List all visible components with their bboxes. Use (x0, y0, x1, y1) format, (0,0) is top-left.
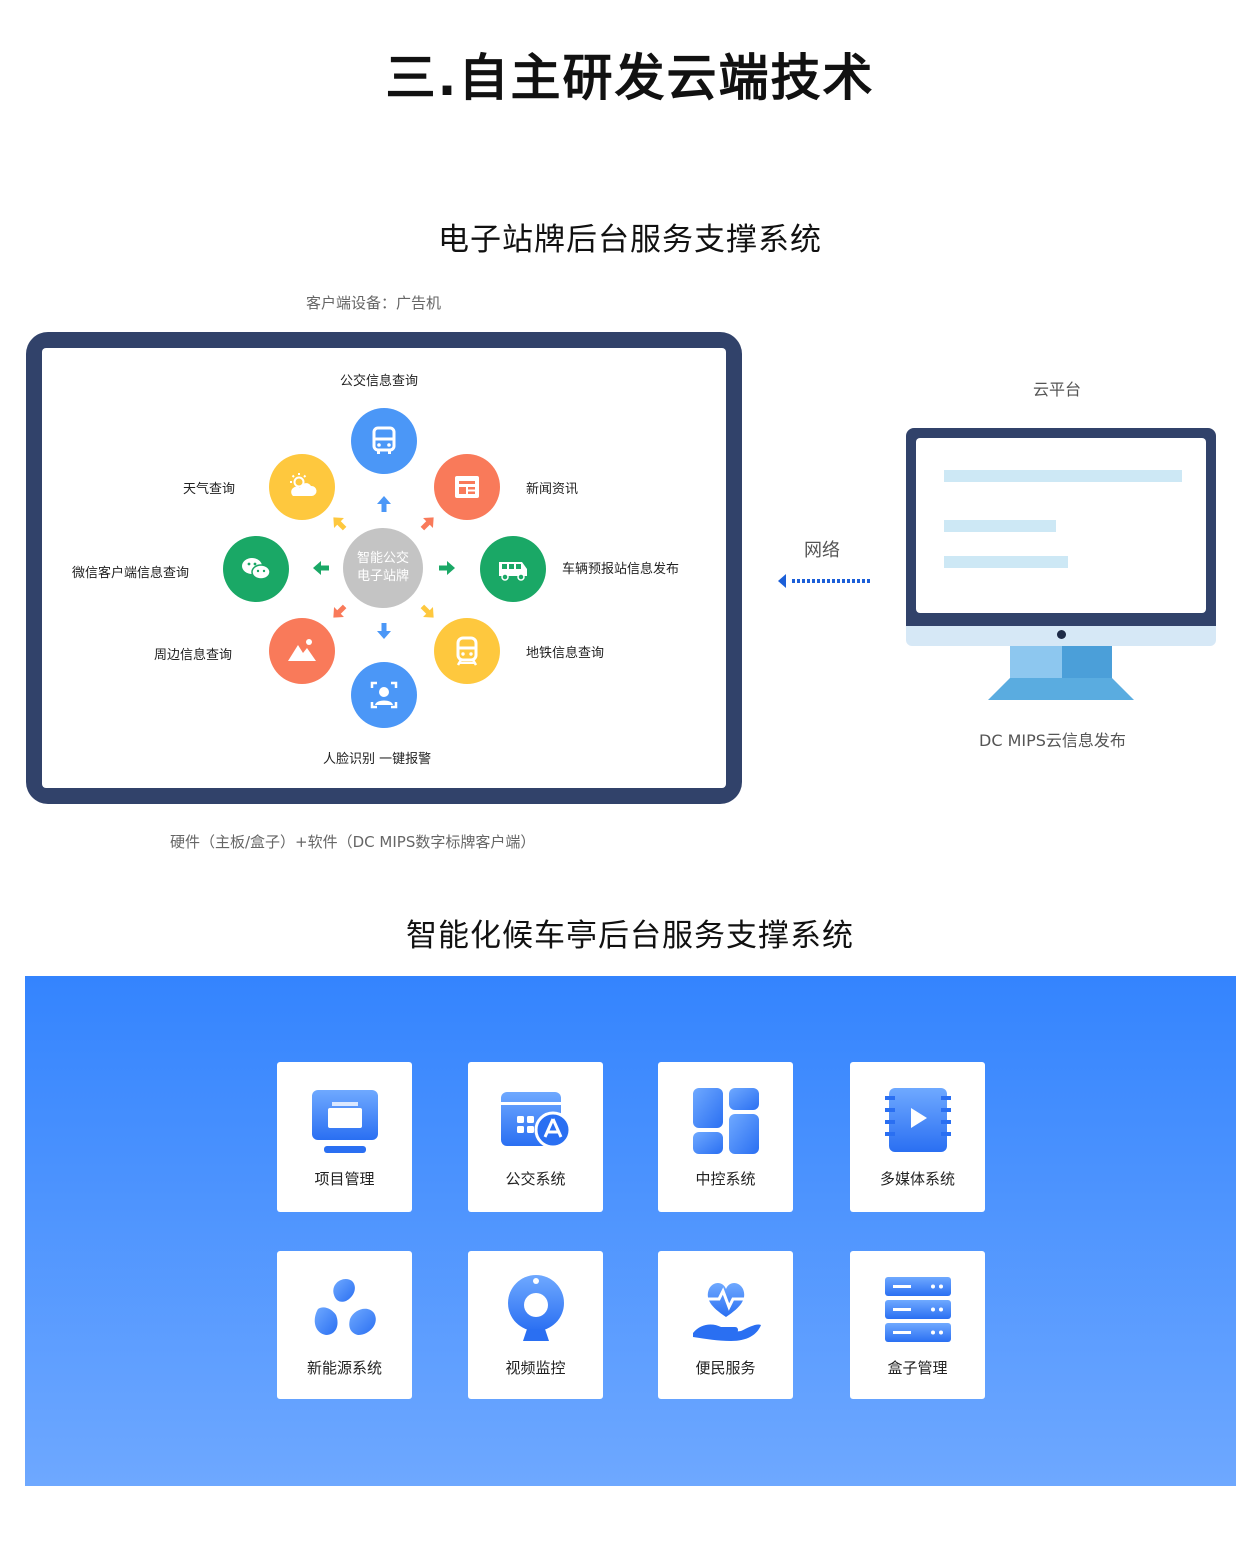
arrow-left-icon (313, 561, 329, 575)
card-label: 项目管理 (314, 1170, 375, 1188)
arrow-upright-icon (420, 517, 434, 531)
face-icon (370, 681, 398, 709)
monitor-stand (988, 646, 1134, 700)
node-label-van: 车辆预报站信息发布 (562, 562, 680, 577)
arrow-downleft-icon (333, 604, 347, 618)
node-weather (269, 454, 335, 520)
screen-bar (944, 556, 1068, 568)
node-label-face-alarm: 人脸识别 一键报警 (323, 752, 432, 767)
monitor-frame (906, 428, 1216, 628)
weather-icon (290, 473, 317, 496)
camera-icon (508, 1275, 564, 1341)
monitor-icon (312, 1090, 378, 1153)
center-label-line2: 电子站牌 (356, 569, 409, 584)
heart-hand-icon (693, 1283, 761, 1341)
leaf-icon (314, 1278, 376, 1335)
center-label-line1: 智能公交 (356, 551, 409, 566)
monitor-power-dot (1057, 630, 1066, 639)
center-smart-bus-sign: 智能公交 电子站牌 (343, 528, 423, 608)
bus-icon (372, 426, 396, 454)
card-central-control[interactable]: 中控系统 (658, 1062, 793, 1212)
node-bus-info (351, 408, 417, 474)
screen-bar (944, 520, 1056, 532)
node-label-bus-info: 公交信息查询 (340, 374, 419, 389)
card-convenience-service[interactable]: 便民服务 (658, 1251, 793, 1399)
card-label: 公交系统 (505, 1170, 566, 1188)
card-new-energy[interactable]: 新能源系统 (277, 1251, 412, 1399)
tablet-screen: 公交信息查询 新闻资讯 车辆预报站信息发布 地铁信息查询 人脸识别 一键报警 周… (42, 348, 726, 788)
video-icon (885, 1088, 951, 1152)
bus-system-icon (501, 1092, 571, 1149)
arrow-upleft-icon (333, 517, 347, 531)
node-wechat (223, 536, 289, 602)
node-van (480, 536, 546, 602)
card-box-management[interactable]: 盒子管理 (850, 1251, 985, 1399)
page-title: 三.自主研发云端技术 (385, 49, 875, 107)
card-label: 盒子管理 (887, 1359, 948, 1377)
card-label: 多媒体系统 (879, 1170, 955, 1188)
node-nearby (269, 618, 335, 684)
arrow-down-icon (377, 623, 391, 639)
card-bus-system[interactable]: 公交系统 (468, 1062, 603, 1212)
metro-icon (456, 636, 478, 666)
server-icon (885, 1277, 951, 1342)
hardware-software-caption: 硬件（主板/盒子）+软件（DC MIPS数字标牌客户端） (170, 833, 536, 851)
section1-title: 电子站牌后台服务支撑系统 (438, 222, 822, 258)
van-icon (499, 562, 527, 581)
screen-bar (944, 470, 1182, 482)
cloud-platform-label: 云平台 (1033, 380, 1082, 399)
node-label-weather: 天气查询 (183, 482, 236, 497)
node-label-news: 新闻资讯 (526, 482, 579, 497)
arrow-right-icon (439, 561, 455, 575)
client-device-caption: 客户端设备：广告机 (306, 294, 442, 312)
cloud-system-label: DC MIPS云信息发布 (979, 731, 1126, 750)
client-device-tablet: 公交信息查询 新闻资讯 车辆预报站信息发布 地铁信息查询 人脸识别 一键报警 周… (26, 332, 742, 804)
section2-title: 智能化候车亭后台服务支撑系统 (406, 918, 854, 954)
node-label-metro: 地铁信息查询 (526, 646, 605, 661)
card-label: 新能源系统 (306, 1359, 382, 1377)
monitor-screen (916, 438, 1206, 613)
network-label: 网络 (804, 540, 840, 561)
grid-icon (693, 1088, 759, 1154)
node-metro (434, 618, 500, 684)
arrow-downright-icon (420, 604, 434, 618)
cloud-monitor (906, 428, 1216, 646)
card-label: 便民服务 (695, 1359, 756, 1377)
network-arrow-icon (778, 574, 872, 588)
node-label-nearby: 周边信息查询 (154, 648, 233, 663)
card-multimedia[interactable]: 多媒体系统 (850, 1062, 985, 1212)
card-video-surveillance[interactable]: 视频监控 (468, 1251, 603, 1399)
node-news (434, 454, 500, 520)
node-face-alarm (351, 662, 417, 728)
mountain-icon (288, 639, 316, 661)
features-panel: 项目管理 公交系统 中控系统 多媒体系统 新能源系统 视频监控 便民服务 盒子管… (25, 976, 1236, 1486)
wechat-icon (242, 558, 271, 580)
card-label: 中控系统 (695, 1170, 756, 1188)
card-project-management[interactable]: 项目管理 (277, 1062, 412, 1212)
node-label-wechat: 微信客户端信息查询 (72, 566, 190, 581)
card-label: 视频监控 (505, 1359, 566, 1377)
arrow-up-icon (377, 496, 391, 512)
news-icon (455, 476, 479, 498)
